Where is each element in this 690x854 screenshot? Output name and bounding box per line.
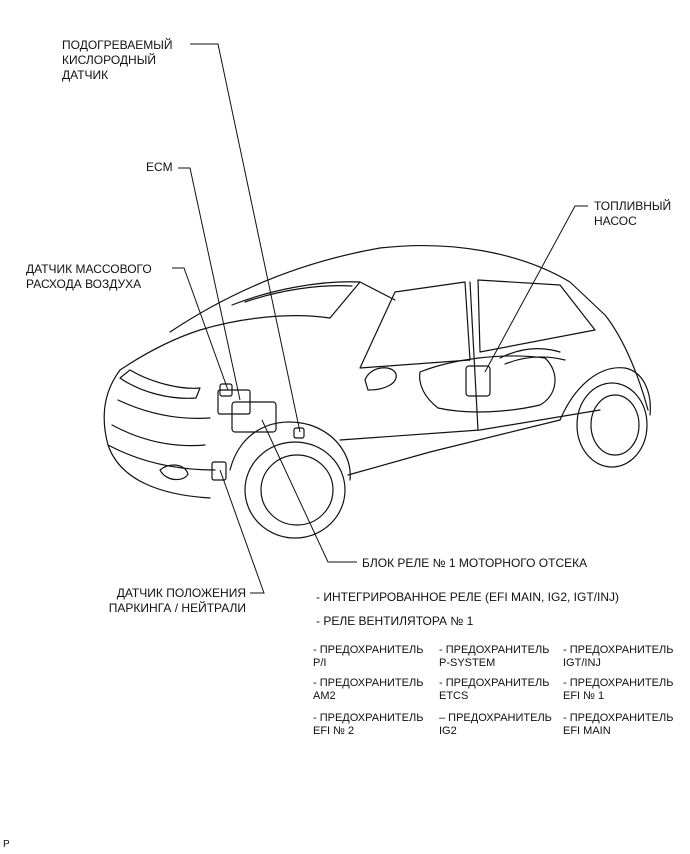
front-wheel-hub <box>260 454 334 526</box>
headlight <box>119 369 201 399</box>
o2-sensor-label-line: ДАТЧИК <box>62 68 109 82</box>
leader-relay-block <box>261 419 357 563</box>
park-neutral-label-line: ДАТЧИК ПОЛОЖЕНИЯ <box>116 586 246 600</box>
a-pillar <box>359 281 396 301</box>
fuse-name: IG2 <box>439 725 457 737</box>
fuse-prefix: - ПРЕДОХРАНИТЕЛЬ <box>439 644 550 656</box>
fuse-name: EFI MAIN <box>563 725 611 737</box>
fuel-lines <box>499 348 566 365</box>
fuse-name: EFI № 2 <box>313 725 355 737</box>
corner-mark: P <box>3 839 10 850</box>
rear-arch <box>559 367 651 421</box>
b-pillar <box>469 281 479 431</box>
fuse-prefix: – ПРЕДОХРАНИТЕЛЬ <box>439 712 552 724</box>
fuse-prefix: - ПРЕДОХРАНИТЕЛЬ <box>313 712 424 724</box>
park-neutral-label: ДАТЧИК ПОЛОЖЕНИЯ ПАРКИНГА / НЕЙТРАЛИ <box>94 586 246 616</box>
maf-sensor-label: ДАТЧИК МАССОВОГО РАСХОДА ВОЗДУХА <box>26 262 152 292</box>
fuse-prefix: - ПРЕДОХРАНИТЕЛЬ <box>563 712 674 724</box>
fan-relay-item: - РЕЛЕ ВЕНТИЛЯТОРА № 1 <box>316 614 474 628</box>
park-neutral-label-line: ПАРКИНГА / НЕЙТРАЛИ <box>108 601 246 615</box>
maf-label-line: РАСХОДА ВОЗДУХА <box>26 277 142 291</box>
fuse-name: P-SYSTEM <box>439 657 496 669</box>
o2-sensor-label-line: КИСЛОРОДНЫЙ <box>62 53 156 67</box>
rear-wheel-hub <box>590 394 640 456</box>
fuse-prefix: - ПРЕДОХРАНИТЕЛЬ <box>563 677 674 689</box>
fuse-prefix: - ПРЕДОХРАНИТЕЛЬ <box>313 677 424 689</box>
o2-sensor-label-line: ПОДОГРЕВАЕМЫЙ <box>62 38 173 52</box>
rear-wheel <box>576 382 648 468</box>
side-sill <box>347 419 561 476</box>
fuse-name: ETCS <box>439 690 469 702</box>
relay-block-label: БЛОК РЕЛЕ № 1 МОТОРНОГО ОТСЕКА <box>362 556 588 570</box>
leader-fuel-pump <box>484 205 588 373</box>
leader-o2 <box>190 43 301 433</box>
fuel-pump-label-line: НАСОС <box>594 214 637 228</box>
windshield-inner <box>244 285 353 303</box>
fuse-prefix: - ПРЕДОХРАНИТЕЛЬ <box>439 677 550 689</box>
car-roof-outline <box>169 244 649 411</box>
ecm-label: ECM <box>146 160 173 174</box>
fuse-prefix: - ПРЕДОХРАНИТЕЛЬ <box>313 644 424 656</box>
leader-ecm <box>178 167 241 401</box>
fuel-pump-body <box>465 365 491 397</box>
front-fascia <box>103 369 211 499</box>
fuse-name: EFI № 1 <box>563 690 605 702</box>
front-bumper-line <box>107 444 216 471</box>
leader-maf <box>172 267 229 391</box>
grille <box>111 399 211 447</box>
fuse-name: IGT/INJ <box>563 657 601 669</box>
fuse-prefix: - ПРЕДОХРАНИТЕЛЬ <box>563 644 674 656</box>
fuse-name: P/I <box>313 657 327 669</box>
fuel-pump-label-line: ТОПЛИВНЫЙ <box>594 199 672 213</box>
fuse-name: AM2 <box>313 690 336 702</box>
fuel-pump-label: ТОПЛИВНЫЙ НАСОС <box>594 199 671 229</box>
front-arch <box>229 421 351 481</box>
o2-sensor-label: ПОДОГРЕВАЕМЫЙ КИСЛОРОДНЫЙ ДАТЧИК <box>62 38 173 83</box>
car-hood <box>119 315 331 371</box>
park-neutral-box <box>211 461 227 481</box>
side-mirror <box>364 367 397 391</box>
front-wheel <box>244 441 346 539</box>
relay-block-box <box>231 401 277 433</box>
door-lower <box>339 409 601 441</box>
car-windshield <box>231 281 361 319</box>
front-door-window <box>359 281 471 369</box>
fuel-tank <box>419 355 556 413</box>
integrated-relay-item: - ИНТЕГРИРОВАННОЕ РЕЛЕ (EFI MAIN, IG2, I… <box>316 590 619 604</box>
maf-label-line: ДАТЧИК МАССОВОГО <box>26 262 152 276</box>
rear-door-window <box>477 279 596 353</box>
leader-park-neutral <box>219 469 265 594</box>
